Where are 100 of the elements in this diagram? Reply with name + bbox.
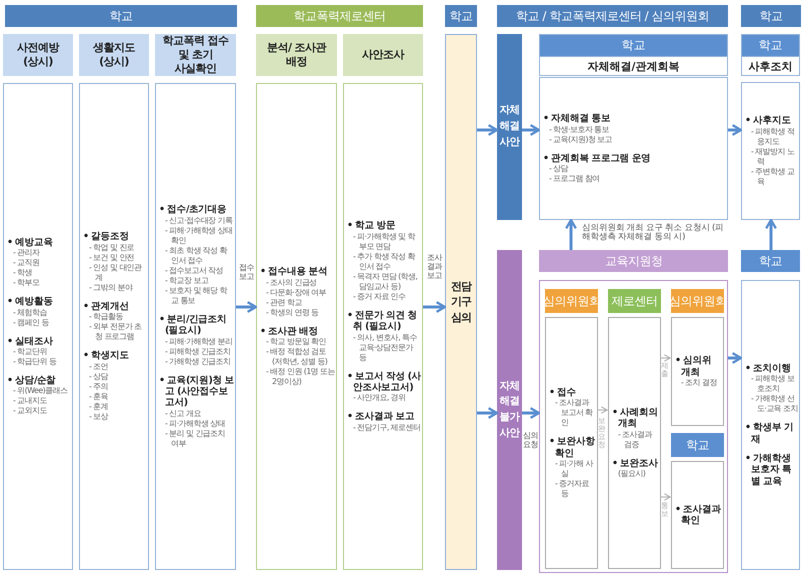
content-box xyxy=(539,77,728,220)
list-item: - 피·가해 사실 xyxy=(554,459,594,480)
content-box xyxy=(79,83,149,570)
content-box xyxy=(256,83,337,570)
bullet-heading: • 조사결과 확인 xyxy=(675,504,722,526)
list-item: - 학업 및 진로 xyxy=(88,242,136,253)
content-box xyxy=(3,83,73,570)
list-item: - 배정 인원 (1명 또는 2명이상) xyxy=(265,366,335,387)
bullet-heading: • 관계개선 xyxy=(83,300,130,312)
list-item: - 의사, 변호사, 특수교육·상담전문가 등 xyxy=(352,332,418,362)
header-box xyxy=(741,34,800,76)
bullet-heading: • 가해학생 보호자 특별 교육 xyxy=(745,453,792,488)
header-band: 교육지원청 xyxy=(539,250,728,272)
bullet-heading: • 학생부 기재 xyxy=(745,422,794,445)
list-item: - 교내지도 xyxy=(12,396,48,406)
list-item: - 피해학생 보호조치 xyxy=(750,374,796,394)
list-item: - 조사의 긴급성 xyxy=(265,278,318,288)
list-item: - 접수보고서 작성 xyxy=(164,266,224,276)
arrow xyxy=(477,124,498,136)
list-item: - 보상 xyxy=(88,412,110,422)
list-item: - 조언 xyxy=(88,362,110,372)
list-item: - 배정 적합성 검토 (저학년, 성별 등) xyxy=(265,346,328,367)
list-item: - 피·가해학생 상태 xyxy=(164,418,226,429)
header-title: 학교 xyxy=(540,35,727,56)
list-item: - 재발방지 노력 xyxy=(750,146,796,167)
bullet-heading: • 접수내용 분석 xyxy=(260,266,328,278)
list-item: - 피·가해학생 및 학부모 면담 xyxy=(352,232,416,252)
edge-label: 조사 결과 보고 xyxy=(426,254,444,282)
edge-label: 심의 요청 xyxy=(523,432,538,451)
content-box xyxy=(155,83,236,570)
list-item: - 훈육 xyxy=(88,392,110,402)
list-item: - 피해·가해학생 분리 xyxy=(164,336,234,346)
list-item: - 캠페인 등 xyxy=(12,318,50,328)
list-item: - 사안개요, 경위 xyxy=(352,393,407,404)
list-item: - 교직원 xyxy=(12,258,40,268)
header-band: 학교 xyxy=(671,433,724,457)
list-item: - 학교장 보고 xyxy=(164,276,210,286)
list-item: - 프로그램 참여 xyxy=(548,174,601,184)
edge-label: 접수 보고 xyxy=(238,264,255,283)
list-item: - 증거 자료 인수 xyxy=(352,292,407,302)
list-item: - 보건 및 안전 xyxy=(88,252,136,263)
content-box xyxy=(343,83,423,570)
list-item: - 보호자 및 해당 학교 통보 xyxy=(164,286,228,306)
bullet-heading: • 교육(지원)청 보고 (사안접수보고서) xyxy=(159,374,234,409)
bullet-heading: • 보완사항 확인 xyxy=(549,436,596,460)
list-item: - 전담기구, 제로센터 xyxy=(352,422,421,433)
header-title: 학교 xyxy=(742,35,799,56)
arrow xyxy=(477,407,498,419)
list-item: - 관리자 xyxy=(12,248,41,258)
list-item: - 가해학생 긴급조치 xyxy=(164,356,232,366)
bullet-heading: • 관계회복 프로그램 운영 xyxy=(543,152,652,164)
arrow xyxy=(660,493,671,501)
content-box xyxy=(671,461,724,569)
list-item: - 인성 및 대인관계 xyxy=(88,262,143,283)
header-band: 학교 / 학교폭력제로센터 / 심의위원회 xyxy=(497,5,728,27)
list-item: - 학생 xyxy=(12,268,34,278)
header-band: 심의위원회 xyxy=(671,289,724,313)
list-item: - 피해·가해학생 상태확인 xyxy=(164,226,234,246)
bullet-heading: • 조사결과 보고 xyxy=(347,411,416,423)
list-item: - 학교단위 xyxy=(12,346,48,357)
header-band: 학교 xyxy=(741,250,800,272)
bullet-heading: • 조사관 배정 xyxy=(260,326,319,337)
list-item: - 피해학생 긴급조치 xyxy=(164,346,232,356)
content-box xyxy=(545,317,598,569)
list-item: - 그밖의 분야 xyxy=(88,282,134,293)
list-item: - 피해학생 적응지도 xyxy=(750,126,796,147)
bullet-heading: • 예방활동 xyxy=(7,296,54,308)
bullet-heading: • 자체해결 통보 xyxy=(543,113,612,124)
bullet-heading: • 보고서 작성 (사안조사보고서) xyxy=(347,370,421,394)
list-item: - 분리 및 긴급조치 여부 xyxy=(164,428,226,449)
bullet-heading: • 심의위 개최 xyxy=(675,355,712,378)
edge-label: 심의위원회 개최 요구 취소 요청시 (피해학생측 자체해결 동의 시) xyxy=(582,224,724,244)
content-box xyxy=(741,82,800,220)
column-header: 생활지도 (상시) xyxy=(79,34,149,76)
list-item: - 신고 개요 xyxy=(164,408,202,419)
header-box xyxy=(539,34,728,76)
list-item: - 학급단위 등 xyxy=(12,356,58,367)
list-item: - 추가 학생 작성 확인서 접수 xyxy=(352,252,416,272)
bullet-heading: • 전문가 의견 청취 (필요시) xyxy=(347,310,418,332)
list-item: - 상담 xyxy=(88,372,110,382)
bullet-heading: • 분리/긴급조치 (필요시) xyxy=(159,314,228,336)
bullet-heading: • 사례회의 개최 xyxy=(612,406,659,430)
group-box xyxy=(539,280,728,573)
bullet-heading: • 갈등조정 xyxy=(83,231,130,243)
bullet-heading: • 학교 방문 xyxy=(347,220,396,232)
list-item: - 교육(지원)청 보고 xyxy=(548,134,614,144)
category-bar: 자체 해결 불가 사안 xyxy=(497,250,522,570)
subtitle: 자체해결/관계회복 xyxy=(540,56,727,76)
list-item: - 학생·보호자 통보 xyxy=(548,124,610,134)
header-band: 학교 xyxy=(741,5,801,27)
list-item: - 주의 xyxy=(88,382,110,392)
column-header: 사안조사 xyxy=(343,34,423,76)
list-item: - 학부모 xyxy=(12,278,40,288)
list-item: - 조사결과 보고서 확인 xyxy=(554,398,594,428)
list-item: - 조치 결정 xyxy=(680,378,718,388)
bullet-heading: • 사후지도 xyxy=(745,115,792,127)
arrow xyxy=(522,407,540,419)
content-box xyxy=(608,317,661,569)
list-item: - 학생의 연령 등 xyxy=(265,308,320,318)
list-item: - 목격자 면담 (학생, 담임교사 등) xyxy=(352,272,418,292)
